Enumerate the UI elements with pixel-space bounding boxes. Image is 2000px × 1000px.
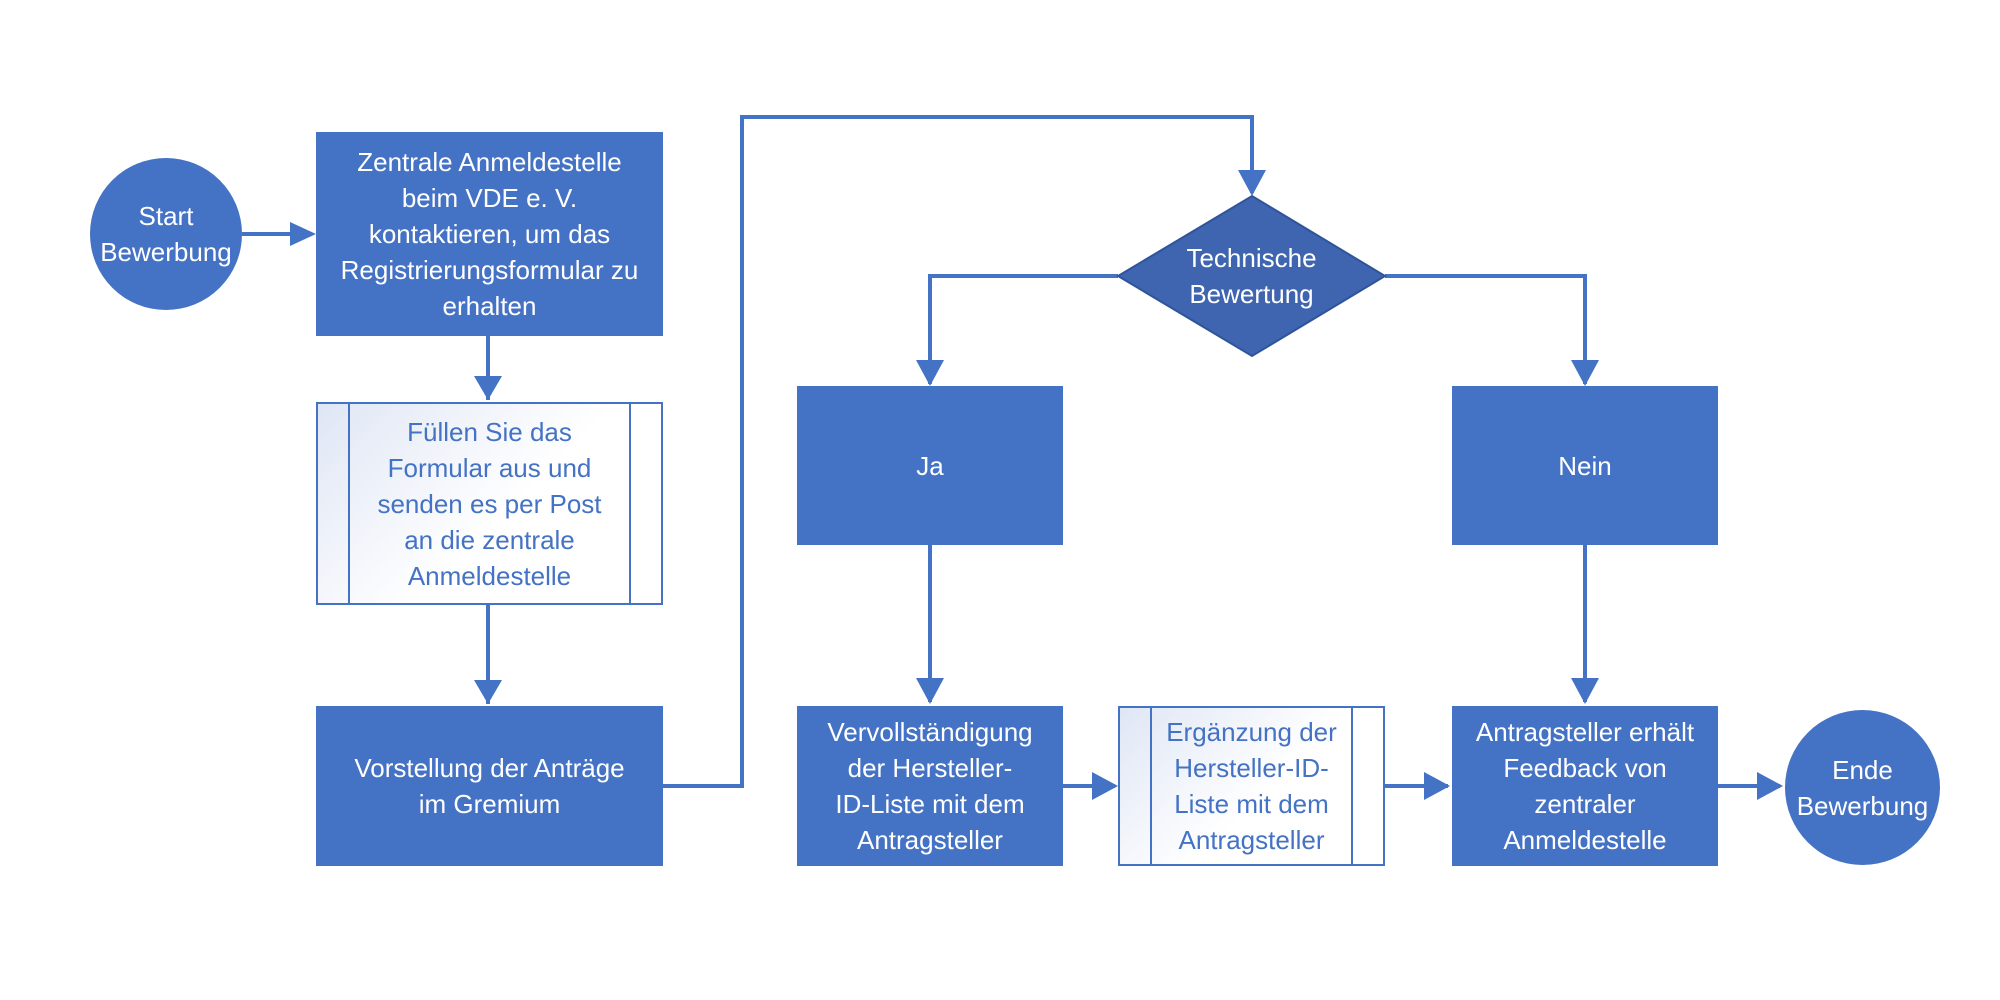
arrowhead [1424,772,1450,800]
yes-label: Ja [916,450,944,481]
complete-step: Vervollständigung der Hersteller- ID-Lis… [797,706,1063,866]
form-subprocess: Füllen Sie das Formular aus und senden e… [316,402,663,605]
end-node: Ende Bewerbung [1785,710,1940,865]
edge-present-decision [663,115,1254,788]
complete-step-label: Vervollständigung der Hersteller- ID-Lis… [827,717,1033,855]
start-label: Start Bewerbung [100,201,232,267]
feedback-step: Antragsteller erhält Feedback von zentra… [1452,706,1718,866]
arrowhead [1238,170,1266,196]
end-label: Ende Bewerbung [1796,754,1929,821]
present-step: Vorstellung der Anträge im Gremium [316,706,663,866]
start-node: Start Bewerbung [90,158,242,310]
arrowhead [916,678,944,704]
yes-branch: Ja [797,386,1063,545]
decision-diamond [1116,194,1387,358]
edge-decision-yes [928,274,1118,384]
arrowhead [1571,678,1599,704]
arrowhead [474,376,502,400]
arrowhead [290,222,316,246]
supplement-subprocess: Ergänzung der Hersteller-ID- Liste mit d… [1118,706,1385,866]
arrowhead [1757,772,1783,800]
no-label: Nein [1558,450,1612,481]
arrowhead [1092,772,1118,800]
arrowhead [916,360,944,386]
form-subprocess-label: Füllen Sie das Formular aus und senden e… [377,416,602,591]
contact-step-label: Zentrale Anmeldestelle beim VDE e. V. ko… [340,147,639,321]
feedback-step-label: Antragsteller erhält Feedback von zentra… [1475,717,1695,855]
arrowhead [1571,360,1599,386]
no-branch: Nein [1452,386,1718,545]
arrowhead [474,680,502,704]
supplement-subprocess-label: Ergänzung der Hersteller-ID- Liste mit d… [1166,717,1337,855]
edge-decision-no [1385,274,1587,384]
present-step-label: Vorstellung der Anträge im Gremium [354,753,625,819]
contact-step: Zentrale Anmeldestelle beim VDE e. V. ko… [316,132,663,336]
decision-label: Technische Bewertung [1186,243,1317,309]
